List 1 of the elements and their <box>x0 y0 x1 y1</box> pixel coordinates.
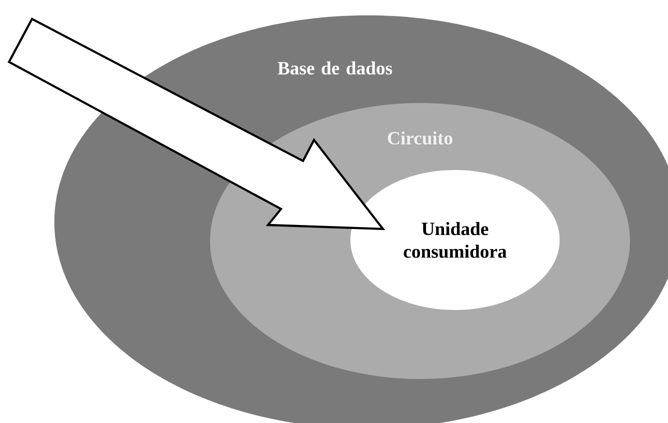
block-arrow <box>8 18 386 230</box>
